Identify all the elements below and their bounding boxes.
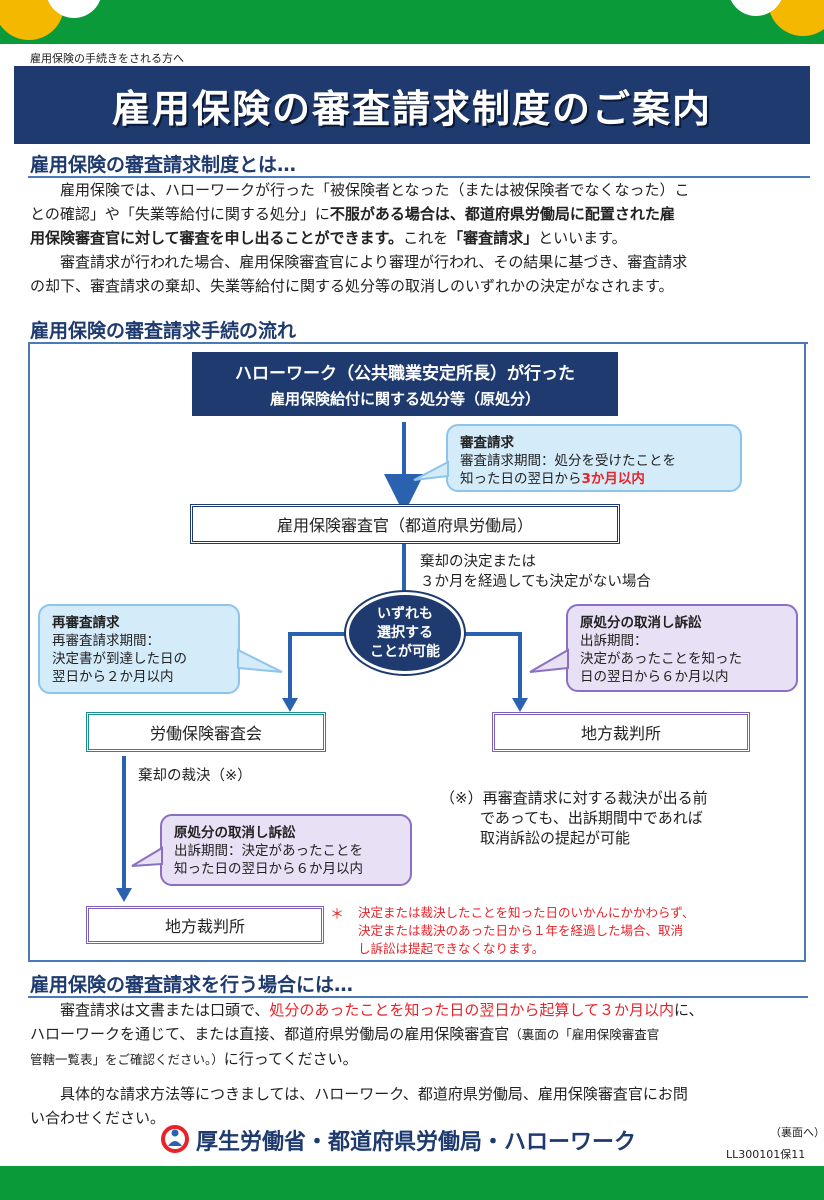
s3-p1-red: 処分のあったことを知った日の翌日から起算して３か月以内 xyxy=(269,1001,674,1019)
re-examination-line3: 翌日から２か月以内 xyxy=(52,669,174,685)
s1-p1-b: との確認」や「失業等給付に関する処分」に xyxy=(30,205,330,223)
rejection-label: 棄却の裁決（※） xyxy=(138,768,252,784)
s1-p2-b: の却下、審査請求の棄却、失業等給付に関する処分等の取消しのいずれかの決定がなされ… xyxy=(30,277,674,295)
s1-p1-bold1: 不服がある場合は、都道府県労働局に配置された雇 xyxy=(329,205,675,223)
re-examination-line2: 決定書が到達した日の xyxy=(52,651,187,667)
red-warning-note: 決定または裁決したことを知った日のいかんにかかわらず、 決定または裁決のあった日… xyxy=(358,904,694,958)
re-examination-line1: 再審査請求期間： xyxy=(52,633,160,649)
red-note-line3: し訴訟は提起できなくなります。 xyxy=(358,941,545,956)
appeal-request-line2a: 知った日の翌日から xyxy=(460,471,582,487)
s1-p1-bold2: 用保険審査官に対して審査を申し出ることができます。 xyxy=(30,229,404,247)
original-disposition-line1: ハローワーク（公共職業安定所長）が行った xyxy=(235,364,575,384)
s1-p1-c: これを xyxy=(403,229,449,247)
ministry-footer: 厚生労働省・都道府県労働局・ハローワーク xyxy=(196,1130,637,1155)
red-note-line1: 決定または裁決したことを知った日のいかんにかかわらず、 xyxy=(358,905,695,920)
s3-p2-a: 具体的な請求方法等につきましては、ハローワーク、都道府県労働局、雇用保険審査官に… xyxy=(60,1085,688,1103)
oval-line1: いずれも xyxy=(377,605,433,622)
dismiss-line1: 棄却の決定または xyxy=(420,554,536,570)
note-line1: （※）再審査請求に対する裁決が出る前 xyxy=(440,789,708,807)
top-circle-white xyxy=(46,0,102,18)
original-disposition-box: ハローワーク（公共職業安定所長）が行った 雇用保険給付に関する処分等（原処分） xyxy=(192,352,618,416)
s1-p2-a: 審査請求が行われた場合、雇用保険審査官により審理が行われ、その結果に基づき、審査… xyxy=(60,253,688,271)
appeal-request-line1: 審査請求期間：処分を受けたことを xyxy=(460,453,676,469)
re-examination-bubble: 再審査請求 再審査請求期間： 決定書が到達した日の 翌日から２か月以内 xyxy=(38,604,240,694)
ministry-logo-icon xyxy=(161,1125,189,1153)
footnote-note: （※）再審査請求に対する裁決が出る前 であっても、出訴期間中であれば 取消訴訟の… xyxy=(440,788,708,848)
section3-paragraph: 審査請求は文書または口頭で、処分のあったことを知った日の翌日から起算して３か月以… xyxy=(30,998,810,1130)
lawsuit-bubble-lower: 原処分の取消し訴訟 出訴期間：決定があったことを 知った日の翌日から６か月以内 xyxy=(160,814,412,886)
either-choice-oval: いずれも 選択する ことが可能 xyxy=(346,592,464,674)
original-disposition-line2: 雇用保険給付に関する処分等（原処分） xyxy=(269,390,540,408)
appeal-request-title: 審査請求 xyxy=(460,435,514,451)
section1-underline xyxy=(28,176,810,178)
flow-diagram-frame xyxy=(28,342,806,962)
oval-line3: ことが可能 xyxy=(370,643,440,660)
s3-p1-line2: ハローワークを通じて、または直接、都道府県労働局の雇用保険審査官 xyxy=(30,1025,510,1043)
lawsuit-lower-title: 原処分の取消し訴訟 xyxy=(174,825,296,841)
lawsuit-right-title: 原処分の取消し訴訟 xyxy=(580,615,702,631)
back-page-note: （裏面へ） xyxy=(770,1126,824,1139)
dismiss-line2: ３か月を経過しても決定がない場合 xyxy=(420,574,651,590)
s3-p1-line3-small: 管轄一覧表」をご確認ください。） xyxy=(30,1052,224,1067)
s1-p1-bold3: 「審査請求」 xyxy=(448,229,539,247)
s1-p1-d: といいます。 xyxy=(538,229,627,247)
appeal-request-bubble: 審査請求 審査請求期間：処分を受けたことを 知った日の翌日から3か月以内 xyxy=(446,424,742,492)
section1-heading: 雇用保険の審査請求制度とは… xyxy=(30,154,297,176)
section1-paragraph: 雇用保険では、ハローワークが行った「被保険者となった（または被保険者でなくなった… xyxy=(30,178,800,298)
s1-p1-a: 雇用保険では、ハローワークが行った「被保険者となった（または被保険者でなくなった… xyxy=(60,181,690,199)
s3-p1-b: に、 xyxy=(673,1001,704,1019)
dismiss-text: 棄却の決定または ３か月を経過しても決定がない場合 xyxy=(420,552,651,592)
section2-heading: 雇用保険の審査請求手続の流れ xyxy=(30,320,297,342)
top-circle-white-right xyxy=(728,0,784,16)
top-decorative-band xyxy=(0,0,824,44)
note-line2: であっても、出訴期間中であれば xyxy=(480,809,703,827)
lawsuit-bubble-right: 原処分の取消し訴訟 出訴期間： 決定があったことを知った 日の翌日から６か月以内 xyxy=(566,604,798,692)
note-line3: 取消訴訟の提起が可能 xyxy=(480,829,631,847)
document-code: LL300101保11 xyxy=(726,1148,806,1161)
lawsuit-right-line2: 決定があったことを知った xyxy=(580,651,742,667)
title-bar: 雇用保険の審査請求制度のご案内 xyxy=(14,66,810,144)
asterisk-mark: ＊ xyxy=(330,907,344,923)
header-caption: 雇用保険の手続きをされる方へ xyxy=(30,52,184,65)
section3-underline xyxy=(28,996,808,998)
section3-heading: 雇用保険の審査請求を行う場合には… xyxy=(30,974,354,996)
re-examination-title: 再審査請求 xyxy=(52,615,120,631)
page-title: 雇用保険の審査請求制度のご案内 xyxy=(111,86,712,131)
lawsuit-lower-line1: 出訴期間：決定があったことを xyxy=(174,843,363,859)
examiner-box: 雇用保険審査官（都道府県労働局） xyxy=(190,504,620,544)
oval-line2: 選択する xyxy=(377,624,433,641)
s3-p2-b: い合わせください。 xyxy=(30,1109,166,1127)
lawsuit-lower-line2: 知った日の翌日から６か月以内 xyxy=(174,861,363,877)
red-note-line2: 決定または裁決のあった日から１年を経過した場合、取消 xyxy=(358,923,684,938)
bottom-decorative-band xyxy=(0,1166,824,1200)
lawsuit-right-line3: 日の翌日から６か月以内 xyxy=(580,669,729,685)
district-court-box-right: 地方裁判所 xyxy=(492,712,750,752)
lawsuit-right-line1: 出訴期間： xyxy=(580,633,648,649)
s3-p1-small: （裏面の「雇用保険審査官 xyxy=(509,1027,660,1042)
appeal-request-deadline: 3か月以内 xyxy=(581,471,645,487)
s3-p1-a: 審査請求は文書または口頭で、 xyxy=(60,1001,270,1019)
labor-insurance-council-box: 労働保険審査会 xyxy=(86,712,326,752)
district-court-box-lower: 地方裁判所 xyxy=(86,906,324,944)
s3-p1-line3: に行ってください。 xyxy=(223,1050,358,1068)
